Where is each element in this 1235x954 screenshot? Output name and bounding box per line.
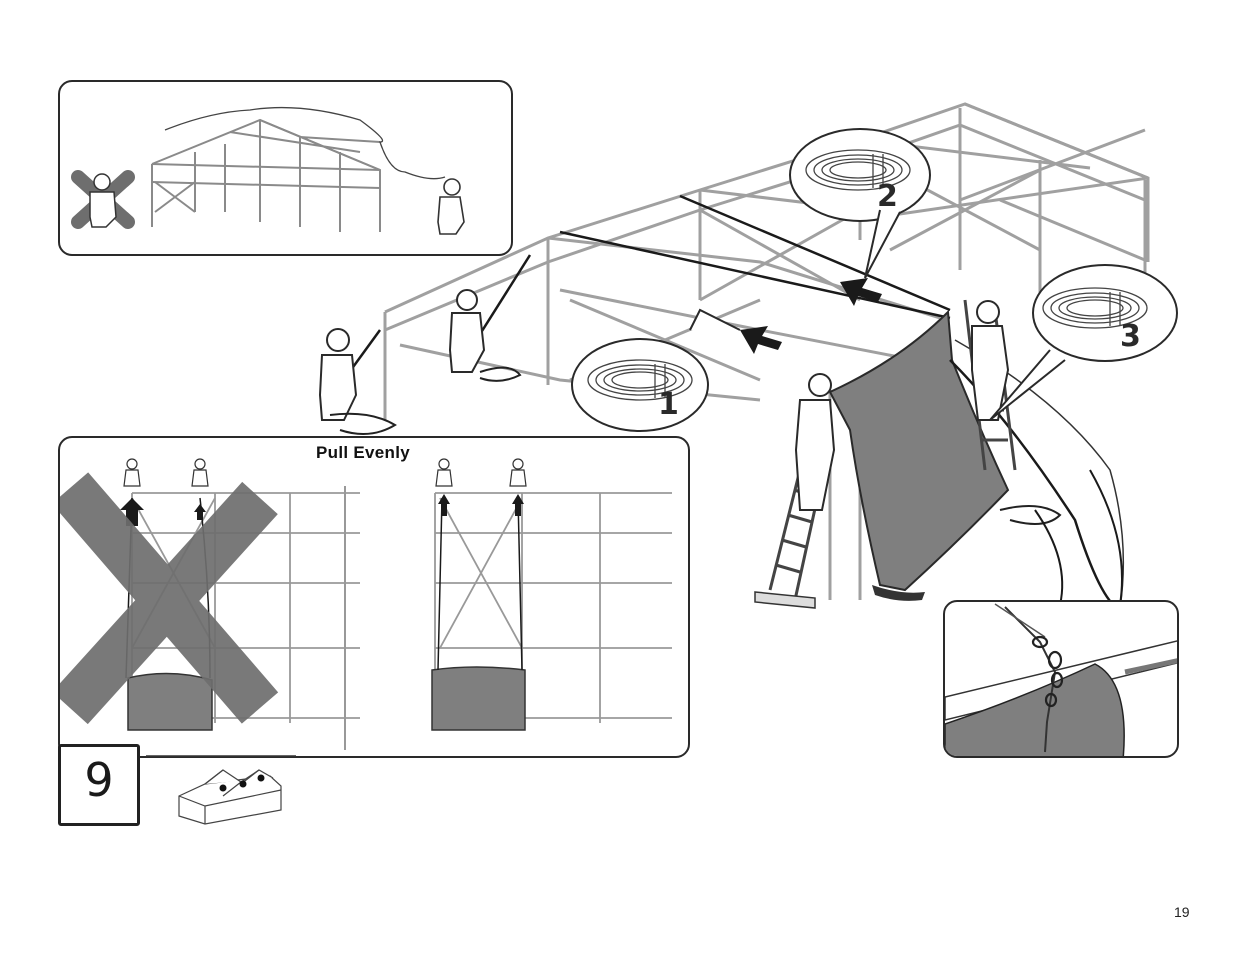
pull-evenly-diagrams bbox=[60, 438, 690, 758]
callout-number-2: 2 bbox=[877, 182, 898, 212]
callout-3 bbox=[990, 265, 1177, 420]
pull-direction-arrow-icon bbox=[740, 278, 882, 354]
step-number: 9 bbox=[61, 757, 137, 803]
throw-rope-illustration bbox=[60, 82, 513, 256]
tent-position-icon bbox=[175, 766, 285, 830]
pull-evenly-panel: Pull Evenly bbox=[58, 436, 690, 758]
step-number-box: 9 bbox=[58, 744, 140, 826]
callout-number-1: 1 bbox=[658, 390, 679, 420]
prohibited-x-icon bbox=[78, 174, 128, 227]
workers-small bbox=[124, 459, 526, 486]
callout-2 bbox=[790, 129, 930, 278]
rope-tie-detail-illustration bbox=[945, 602, 1179, 758]
rope-tie-detail-panel bbox=[943, 600, 1179, 758]
inset-throw-rope-panel bbox=[58, 80, 513, 256]
worker-throwing bbox=[438, 179, 464, 234]
step-rule bbox=[146, 755, 296, 757]
page-number: 19 bbox=[1174, 904, 1190, 920]
callout-number-3: 3 bbox=[1120, 322, 1141, 352]
callout-1 bbox=[572, 310, 740, 431]
